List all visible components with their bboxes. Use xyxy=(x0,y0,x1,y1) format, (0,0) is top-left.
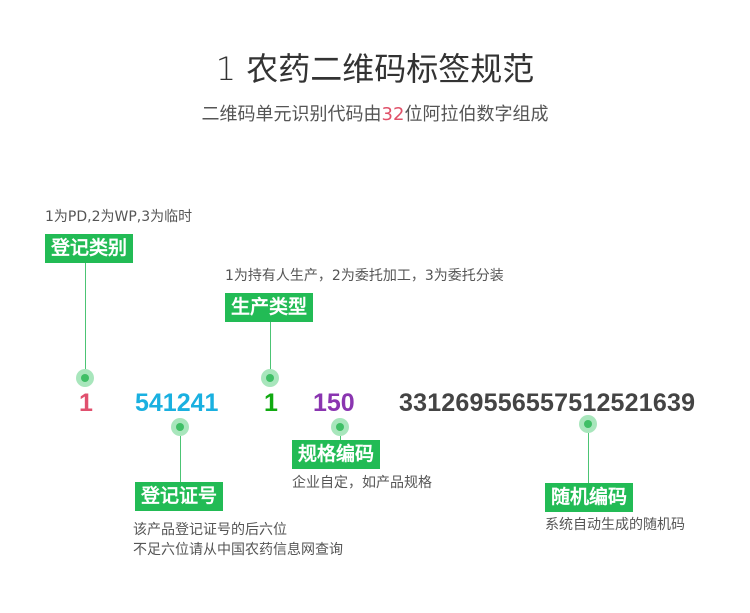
marker-dot xyxy=(579,415,597,433)
code-segment-registration-number: 541241 xyxy=(135,389,219,417)
code-segment-random-code: 331269556557512521639 xyxy=(399,389,696,417)
marker-dot xyxy=(261,369,279,387)
registration-category-badge: 登记类别 xyxy=(45,234,134,263)
spec-code-badge: 规格编码 xyxy=(292,440,381,469)
random-code-note: 系统自动生成的随机码 xyxy=(545,517,685,533)
production-type-note: 1为持有人生产，2为委托加工，3为委托分装 xyxy=(225,268,504,284)
page-title: 1 农药二维码标签规范 xyxy=(215,50,535,88)
code-segment-spec-code: 150 xyxy=(313,389,355,417)
connector-line xyxy=(270,322,271,371)
subtitle-text-end: 位阿拉伯数字组成 xyxy=(404,104,549,125)
subtitle-highlight: 32 xyxy=(381,104,405,125)
registration-number-badge: 登记证号 xyxy=(135,482,224,511)
connector-line xyxy=(340,436,341,440)
random-code-badge: 随机编码 xyxy=(545,483,634,512)
registration-category-note: 1为PD,2为WP,3为临时 xyxy=(45,209,193,225)
subtitle-text: 二维码单元识别代码由 xyxy=(201,104,382,125)
production-type-badge: 生产类型 xyxy=(225,293,314,322)
connector-line xyxy=(588,433,589,484)
marker-dot xyxy=(171,418,189,436)
connector-line xyxy=(180,436,181,482)
registration-number-note-line-2: 不足六位请从中国农药信息网查询 xyxy=(133,542,343,558)
marker-dot xyxy=(331,418,349,436)
code-segment-registration-category: 1 xyxy=(79,389,93,417)
spec-code-note: 企业自定，如产品规格 xyxy=(292,475,432,491)
marker-dot xyxy=(76,369,94,387)
connector-line xyxy=(85,263,86,371)
subtitle: 二维码单元识别代码由32位阿拉伯数字组成 xyxy=(0,100,750,126)
code-segment-production-type: 1 xyxy=(264,389,278,417)
registration-number-note-line-1: 该产品登记证号的后六位 xyxy=(133,522,287,538)
